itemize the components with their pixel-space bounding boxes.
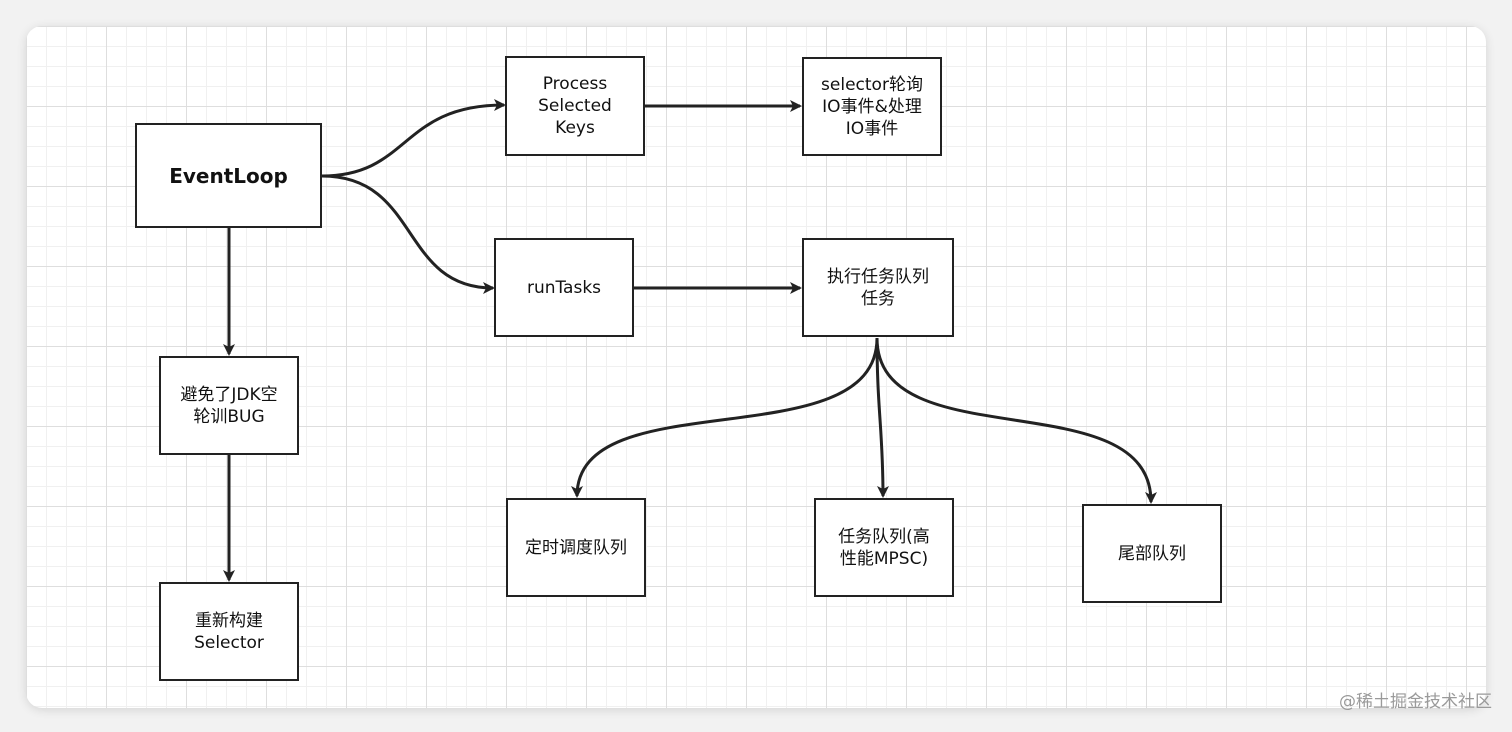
node-run-tasks[interactable]: runTasks — [494, 238, 634, 337]
node-avoid-jdk-bug-label: 避免了JDK空 轮训BUG — [180, 384, 278, 427]
node-eventloop[interactable]: EventLoop — [135, 123, 322, 228]
node-scheduled-queue[interactable]: 定时调度队列 — [506, 498, 646, 597]
node-eventloop-label: EventLoop — [169, 163, 288, 188]
watermark-text: @稀土掘金技术社区 — [1339, 692, 1492, 712]
edge-eventloop-process-keys — [321, 99, 506, 178]
node-selector-poll[interactable]: selector轮询 IO事件&处理 IO事件 — [802, 57, 942, 156]
node-tail-queue-label: 尾部队列 — [1118, 543, 1186, 564]
node-task-queue-mpsc-label: 任务队列(高 性能MPSC) — [838, 526, 930, 569]
node-run-tasks-label: runTasks — [526, 277, 602, 298]
edge-eventloop-runtasks — [321, 174, 495, 294]
node-execute-task-queue-label: 执行任务队列 任务 — [827, 266, 929, 309]
node-scheduled-queue-label: 定时调度队列 — [525, 537, 627, 558]
node-rebuild-selector-label: 重新构建 Selector — [194, 610, 264, 653]
node-execute-task-queue[interactable]: 执行任务队列 任务 — [802, 238, 954, 337]
node-process-selected-keys[interactable]: Process Selected Keys — [505, 56, 645, 156]
node-task-queue-mpsc[interactable]: 任务队列(高 性能MPSC) — [814, 498, 954, 597]
node-tail-queue[interactable]: 尾部队列 — [1082, 504, 1222, 603]
edge-execute-mpsc — [875, 337, 889, 498]
edge-execute-scheduled — [571, 337, 879, 498]
node-process-selected-keys-label: Process Selected Keys — [538, 74, 612, 138]
node-avoid-jdk-bug[interactable]: 避免了JDK空 轮训BUG — [159, 356, 299, 455]
node-selector-poll-label: selector轮询 IO事件&处理 IO事件 — [821, 74, 923, 139]
edge-execute-tail — [875, 337, 1157, 504]
node-rebuild-selector[interactable]: 重新构建 Selector — [159, 582, 299, 681]
